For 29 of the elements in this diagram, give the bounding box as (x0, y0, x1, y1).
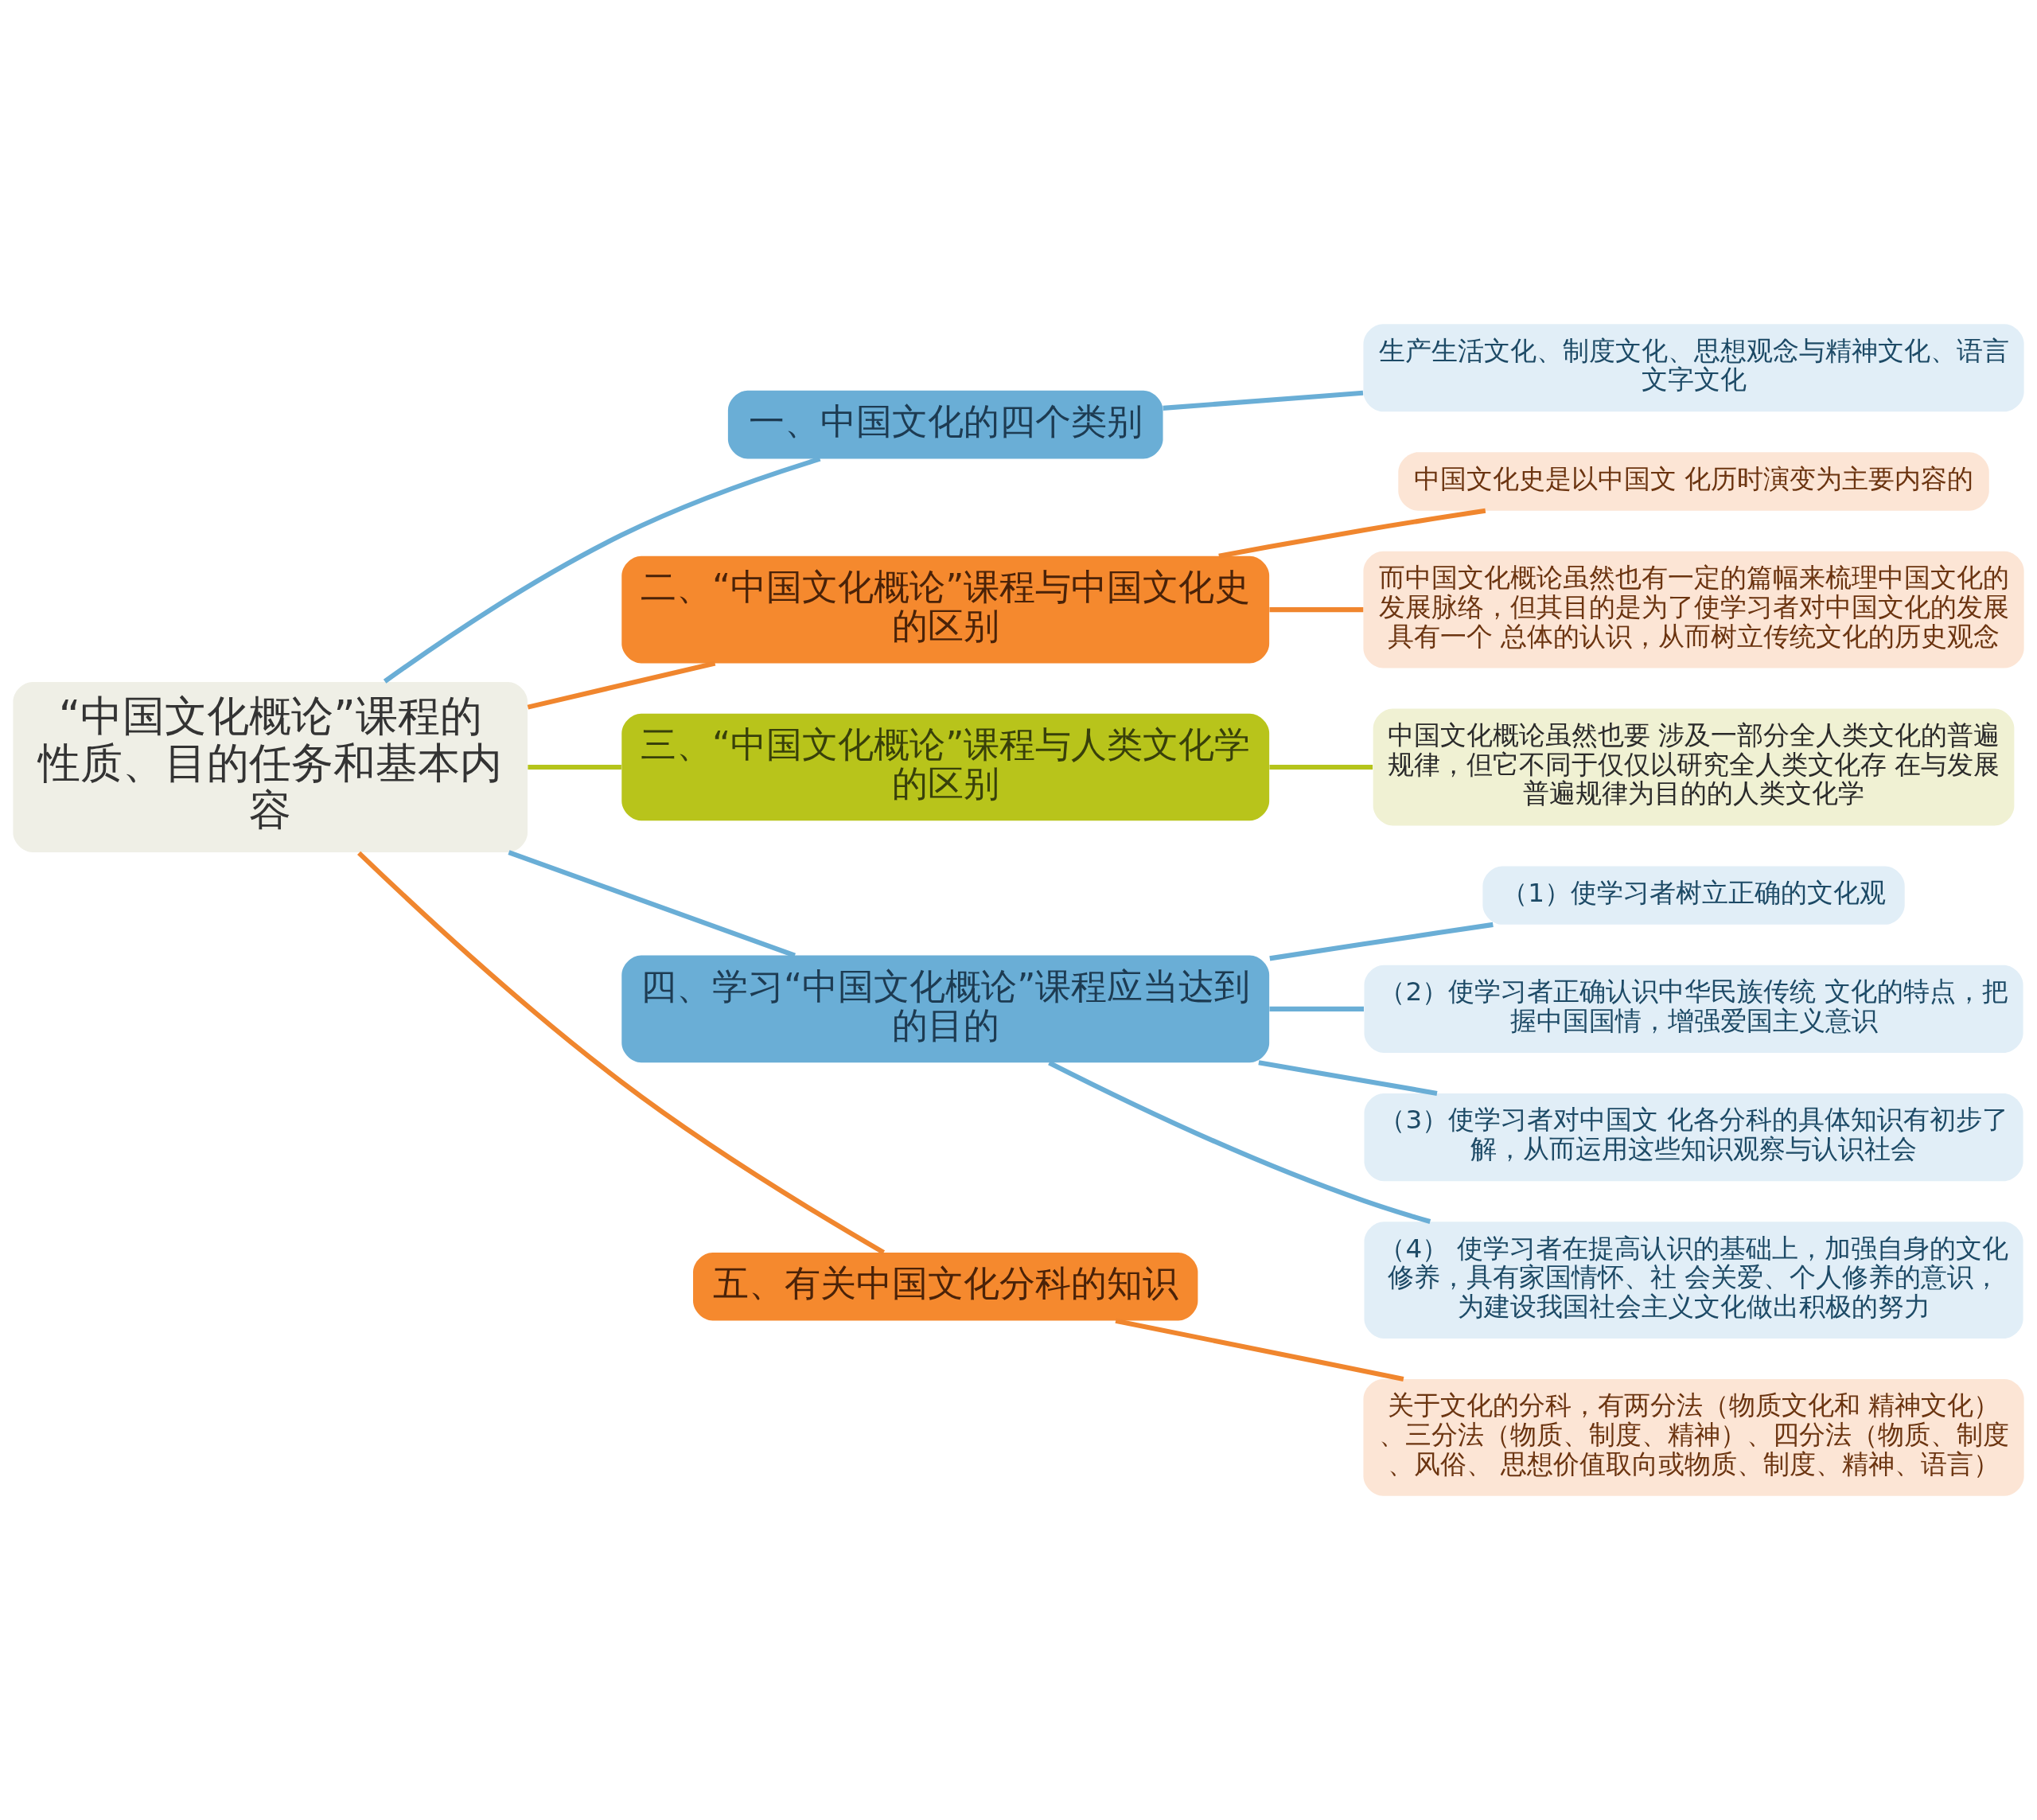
node-box: 一、中国文化的四个类别 (727, 390, 1163, 459)
node-box: 中国文化史是以中国文 化历时演变为主要内容的 (1398, 452, 1989, 511)
connector (1115, 1318, 1404, 1382)
connector (527, 661, 716, 710)
node-box: 生产生活文化、制度文化、思想观念与精神文化、语言文字文化 (1363, 324, 2024, 412)
connector (383, 456, 821, 684)
node-box: 四、学习“中国文化概论”课程应当达到的目的 (621, 955, 1270, 1063)
node-box: 三、“中国文化概论”课程与人类文化学的区别 (621, 713, 1270, 821)
connector (357, 851, 886, 1255)
node-box: 而中国文化概论虽然也有一定的篇幅来梳理中国文化的发展脉络，但其目的是为了使学习者对中国文化的发展具有一个 总体的认识，从而树立传统文化的历史观念 (1363, 551, 2024, 668)
connector (1269, 764, 1373, 770)
node-box: 二、“中国文化概论”课程与中国文化史的区别 (621, 555, 1270, 664)
connector (508, 850, 796, 958)
node-box: （2）使学习者正确认识中华民族传统 文化的特点，把握中国国情，增强爱国主义意识 (1364, 965, 2023, 1053)
connector (1258, 1060, 1438, 1096)
connector (1269, 922, 1494, 961)
connector (1048, 1060, 1431, 1224)
node-box: 五、有关中国文化分科的知识 (693, 1252, 1198, 1321)
node-box: 中国文化概论虽然也要 涉及一部分全人类文化的普遍规律，但它不同于仅仅以研究全人类文化存 在与发展普遍规律为目的的人类文化学 (1373, 708, 2015, 826)
connector (528, 764, 621, 770)
connector (1218, 508, 1486, 559)
node-box: （3）使学习者对中国文 化各分科的具体知识有初步了解，从而运用这些知识观察与认识社会 (1364, 1093, 2023, 1182)
connector (1269, 1006, 1364, 1011)
node-box: （4） 使学习者在提高认识的基础上，加强自身的文化修养，具有家国情怀、社 会关爱、个人修养的意识，为建设我国社会主义文化做出积极的努力 (1364, 1222, 2023, 1339)
node-box: “中国文化概论”课程的性质、目的任务和基本内容 (13, 681, 528, 853)
connector (1269, 607, 1364, 613)
node-box: （1）使学习者树立正确的文化观 (1482, 866, 1905, 925)
connector (1163, 390, 1364, 411)
node-box: 关于文化的分科，有两分法（物质文化和 精神文化）、三分法（物质、制度、精神）、四分法（物质、制度、风俗、 思想价值取向或物质、制度、精神、语言） (1363, 1379, 2024, 1496)
